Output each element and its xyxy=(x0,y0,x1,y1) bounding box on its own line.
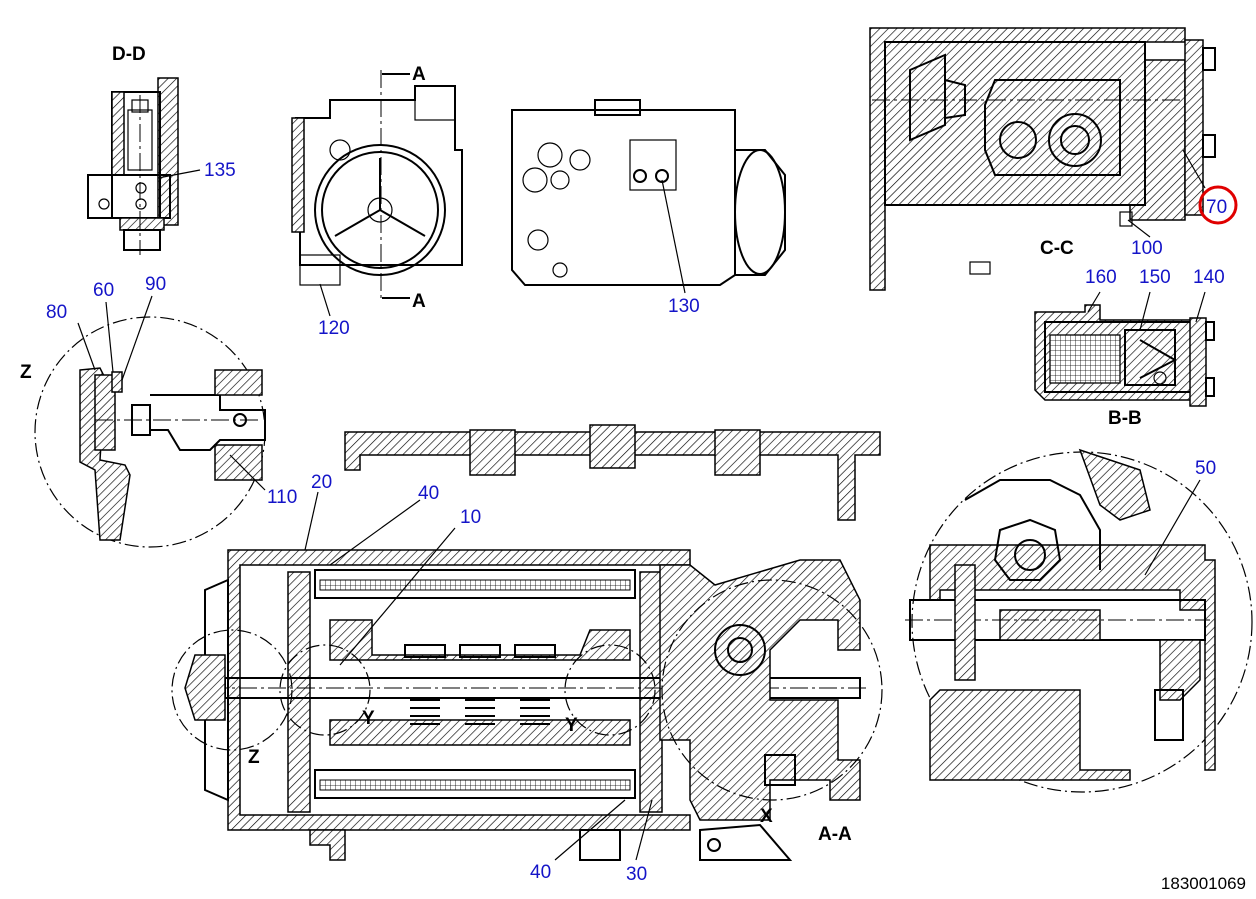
callout-135: 135 xyxy=(204,160,236,181)
callout-70: 70 xyxy=(1206,197,1227,218)
callout-130: 130 xyxy=(668,296,700,317)
callout-140: 140 xyxy=(1193,267,1225,288)
section-z-main-label: Z xyxy=(248,747,260,768)
section-cc-view xyxy=(869,27,1216,291)
section-aa-main-view xyxy=(171,424,883,861)
section-bb-label: B-B xyxy=(1108,408,1142,429)
detail-z-view xyxy=(34,295,266,548)
callout-160: 160 xyxy=(1085,267,1117,288)
callout-80: 80 xyxy=(46,302,67,323)
section-dd-view xyxy=(87,77,179,255)
callout-10: 10 xyxy=(460,507,481,528)
section-bb-view xyxy=(1034,291,1215,407)
section-x-label: X xyxy=(760,806,773,827)
section-y-right-label: Y xyxy=(565,715,578,736)
detail-z-label: Z xyxy=(20,362,32,383)
callout-150: 150 xyxy=(1139,267,1171,288)
compressor-end-view xyxy=(291,70,463,300)
callout-110: 110 xyxy=(267,487,297,508)
detail-x-view xyxy=(905,448,1253,793)
callout-40-top: 40 xyxy=(418,483,439,504)
callout-50: 50 xyxy=(1195,458,1216,479)
callout-60: 60 xyxy=(93,280,114,301)
document-number: 183001069 xyxy=(1161,874,1246,893)
section-a-bottom-label: A xyxy=(412,291,426,312)
highlight-ring xyxy=(1198,185,1238,225)
section-aa-label: A-A xyxy=(818,824,852,845)
callout-90: 90 xyxy=(145,274,166,295)
section-cc-label: C-C xyxy=(1040,238,1074,259)
callout-30: 30 xyxy=(626,864,647,885)
callout-20: 20 xyxy=(311,472,332,493)
section-dd-label: D-D xyxy=(112,44,146,65)
section-y-left-label: Y xyxy=(362,708,375,729)
section-a-top-label: A xyxy=(412,64,426,85)
compressor-side-view xyxy=(511,99,786,286)
callout-120: 120 xyxy=(318,318,350,339)
callout-40-bottom: 40 xyxy=(530,862,551,883)
callout-100: 100 xyxy=(1131,238,1163,259)
